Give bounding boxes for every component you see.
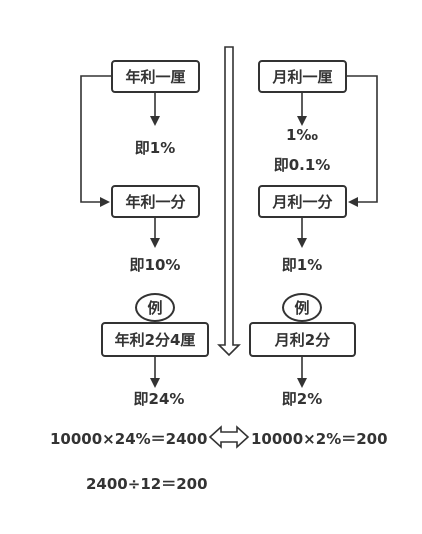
text-monthly-0.1pct: 即0.1% xyxy=(273,156,331,174)
text-monthly-permille: 1‰ xyxy=(285,126,319,144)
box-annual-one-fen: 年利一分 xyxy=(111,185,200,218)
box-annual-one-li: 年利一厘 xyxy=(111,60,200,93)
formula-division: 2400÷12＝200 xyxy=(86,475,208,493)
box-monthly-one-li: 月利一厘 xyxy=(258,60,347,93)
formula-annual-interest: 10000×24%＝2400 xyxy=(50,430,208,448)
text-annual-1pct: 即1% xyxy=(134,139,176,157)
loop-arrow-left xyxy=(80,75,111,207)
text-monthly-1pct: 即1% xyxy=(281,256,323,274)
double-headed-arrow xyxy=(208,425,250,449)
text-annual-10pct: 即10% xyxy=(129,256,181,274)
loop-arrow-right xyxy=(347,75,378,207)
text-annual-24pct: 即24% xyxy=(133,390,185,408)
text-monthly-2pct: 即2% xyxy=(281,390,323,408)
example-ellipse-left: 例 xyxy=(135,293,175,322)
box-annual-2fen4li: 年利2分4厘 xyxy=(101,322,209,357)
box-monthly-2fen: 月利2分 xyxy=(249,322,356,357)
formula-monthly-interest: 10000×2%＝200 xyxy=(251,430,388,448)
box-monthly-one-fen: 月利一分 xyxy=(258,185,347,218)
example-ellipse-right: 例 xyxy=(282,293,322,322)
center-hollow-down-arrow xyxy=(217,46,241,357)
